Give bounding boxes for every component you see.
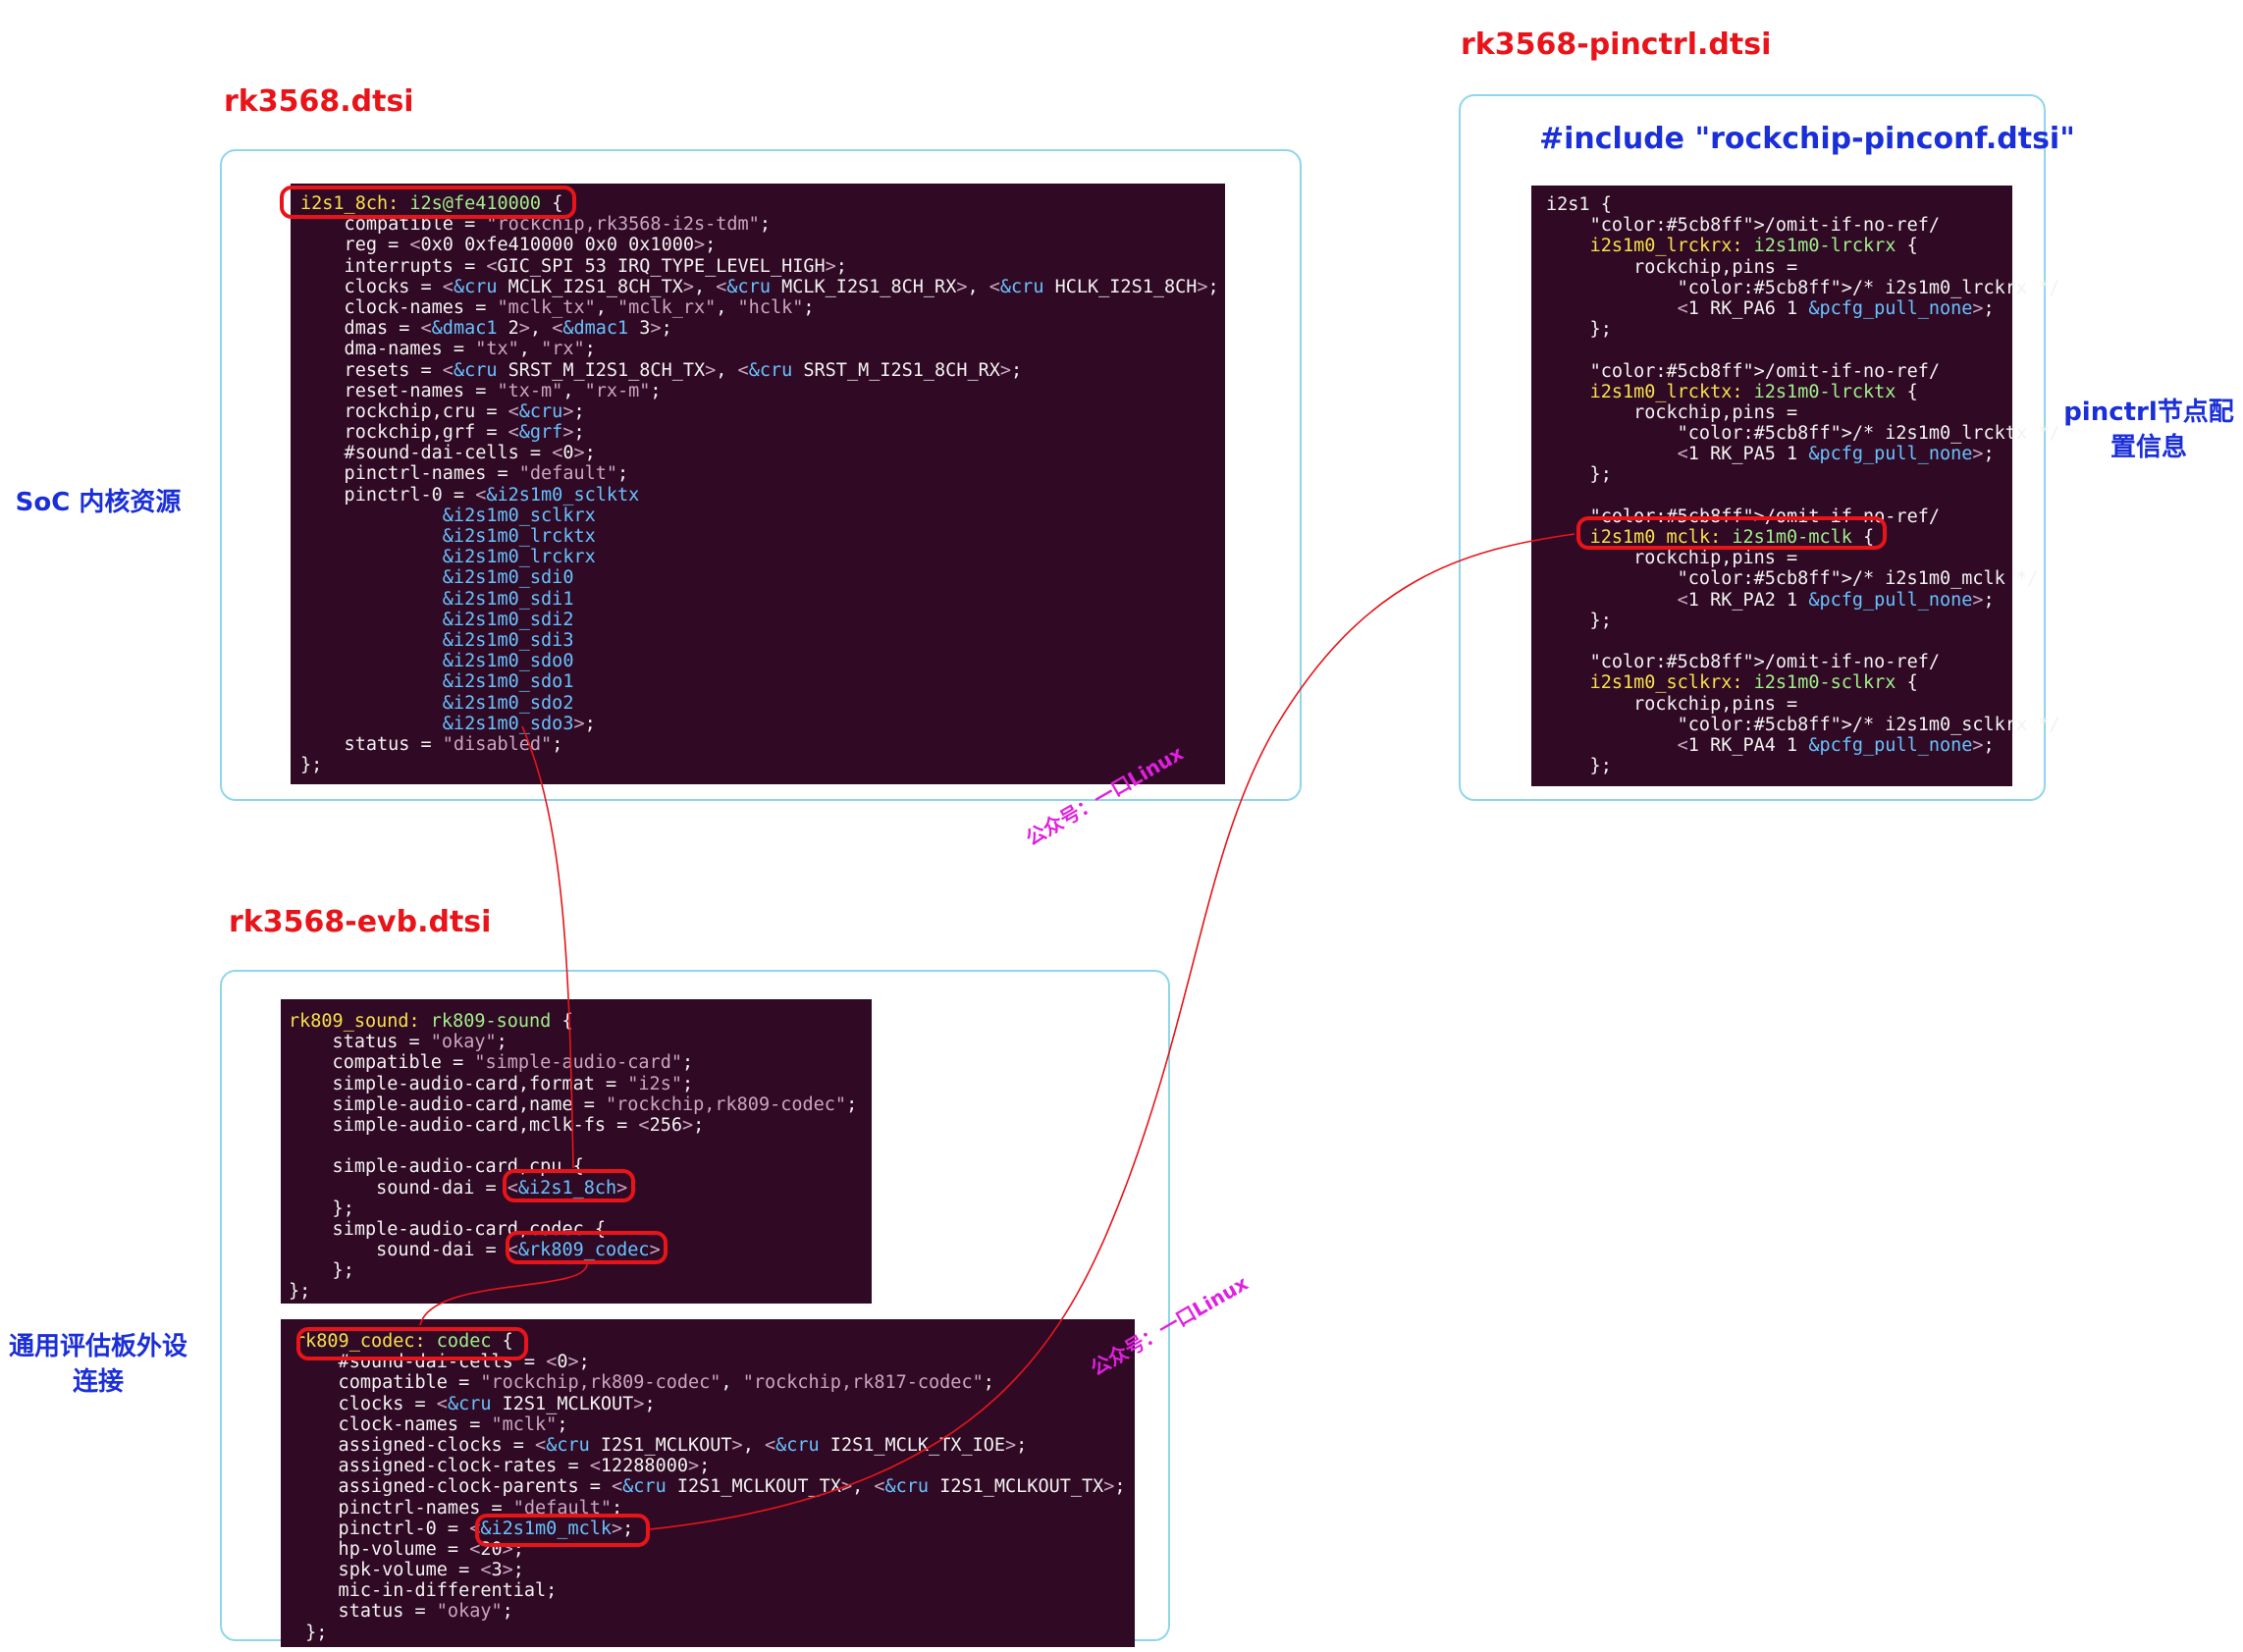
- code-line: assigned-clocks = <&cru I2S1_MCLKOUT>, <…: [294, 1434, 1028, 1456]
- code-line: interrupts = <GIC_SPI 53 IRQ_TYPE_LEVEL_…: [300, 255, 847, 277]
- code-line: "color:#5cb8ff">/omit-if-no-ref/: [1589, 215, 1940, 237]
- code-line: compatible = "simple-audio-card";: [289, 1052, 694, 1074]
- code-line: &i2s1m0_sclkrx: [442, 505, 596, 526]
- code-line: dma-names = "tx", "rx";: [300, 339, 596, 360]
- include-directive: #include "rockchip-pinconf.dtsi": [1539, 122, 2075, 156]
- code-line: rockchip,pins =: [1546, 401, 1798, 423]
- soc-label-text: SoC 内核资源: [15, 488, 182, 517]
- code-line: <1 RK_PA5 1 &pcfg_pull_none>;: [1677, 444, 1995, 465]
- code-line: resets = <&cru SRST_M_I2S1_8CH_TX>, <&cr…: [300, 359, 1023, 381]
- pinctrl-label-line1: pinctrl节点配: [2063, 398, 2234, 427]
- pinctrl-label-line2: 置信息: [2109, 433, 2187, 462]
- link-codec-dai-to-codec-node: [419, 1263, 588, 1326]
- code-line: clock-names = "mclk";: [294, 1413, 568, 1435]
- highlight-i2s1-8ch-label: [280, 186, 576, 219]
- code-line: "color:#5cb8ff">/omit-if-no-ref/: [1589, 360, 1940, 382]
- title-rk3568-pinctrl-dtsi: rk3568-pinctrl.dtsi: [1461, 27, 1772, 62]
- code-line: rockchip,grf = <&grf>;: [300, 422, 585, 444]
- code-line: i2s1m0_sclkrx: i2s1m0-sclkrx {: [1589, 672, 1918, 694]
- code-line: reg = <0x0 0xfe410000 0x0 0x1000>;: [300, 235, 717, 256]
- board-peripheral-label: 通用评估板外设 连接: [0, 1329, 196, 1400]
- code-line: simple-audio-card,mclk-fs = <256>;: [289, 1114, 705, 1136]
- code-line: rk809_codec: codec {: [294, 1331, 513, 1352]
- code-line: rockchip,pins =: [1546, 548, 1798, 569]
- code-line: };: [1546, 319, 1612, 341]
- code-line: mic-in-differential;: [294, 1580, 558, 1602]
- code-line: };: [289, 1260, 354, 1282]
- i2s1-pinctrl-code: i2s1 { "color:#5cb8ff">/omit-if-no-ref/ …: [1531, 186, 2060, 786]
- code-line: &i2s1m0_sdo0: [442, 651, 574, 672]
- link-i2s1-8ch-to-cpu-dai: [521, 725, 574, 1169]
- code-line: };: [294, 1622, 328, 1643]
- board-label-line1: 通用评估板外设: [8, 1332, 187, 1361]
- code-line: &i2s1m0_sdo2: [442, 692, 574, 714]
- code-line: };: [1546, 756, 1612, 777]
- highlight-sound-dai-codec: [506, 1231, 668, 1264]
- code-line: simple-audio-card,cpu {: [289, 1156, 584, 1178]
- code-line: reset-names = "tx-m", "rx-m";: [300, 380, 662, 401]
- code-line: <1 RK_PA2 1 &pcfg_pull_none>;: [1677, 589, 1995, 611]
- code-line: status = "okay";: [289, 1032, 507, 1053]
- code-line: };: [300, 755, 323, 776]
- code-line: &i2s1m0_sdi0: [442, 567, 574, 589]
- code-line: pinctrl-names = "default";: [294, 1497, 623, 1519]
- highlight-pinctrl-0-mclk: [475, 1514, 650, 1547]
- highlight-i2s1m0-mclk-label: [1576, 516, 1887, 550]
- rk809-sound-code: rk809_sound: rk809-sound { status = "oka…: [281, 999, 872, 1304]
- code-line: simple-audio-card,format = "i2s";: [289, 1073, 694, 1094]
- code-line: i2s1_8ch: i2s@fe410000 {: [300, 193, 563, 214]
- code-line: };: [289, 1281, 311, 1303]
- code-line: i2s1m0_lrckrx: i2s1m0-lrckrx {: [1589, 236, 1918, 257]
- code-line: &i2s1m0_sdi2: [442, 609, 574, 630]
- rk809-codec-code: rk809_codec: codec { #sound-dai-cells = …: [281, 1319, 1135, 1647]
- code-line: &i2s1m0_sdi1: [442, 588, 574, 610]
- code-line: spk-volume = <3>;: [294, 1560, 524, 1581]
- code-line: rk809_sound: rk809-sound {: [289, 1011, 573, 1032]
- title-rk3568-evb-dtsi: rk3568-evb.dtsi: [229, 905, 492, 939]
- board-label-line2: 连接: [72, 1367, 124, 1397]
- code-line: <1 RK_PA4 1 &pcfg_pull_none>;: [1677, 734, 1995, 756]
- code-line: i2s1m0_mclk: i2s1m0-mclk {: [1589, 527, 1875, 548]
- code-line: simple-audio-card,name = "rockchip,rk809…: [289, 1093, 858, 1115]
- code-line: &i2s1m0_sdo1: [442, 671, 574, 693]
- code-line: pinctrl-names = "default";: [300, 463, 629, 485]
- code-line: &i2s1m0_sdo3>;: [442, 713, 596, 734]
- code-line: "color:#5cb8ff">/omit-if-no-ref/: [1589, 652, 1940, 673]
- code-line: clocks = <&cru I2S1_MCLKOUT>;: [294, 1393, 656, 1414]
- code-line: rockchip,cru = <&cru>;: [300, 400, 585, 422]
- code-line: compatible = "rockchip,rk3568-i2s-tdm";: [300, 214, 771, 236]
- code-line: assigned-clock-parents = <&cru I2S1_MCLK…: [294, 1476, 1126, 1498]
- code-line: <1 RK_PA6 1 &pcfg_pull_none>;: [1677, 297, 1995, 319]
- code-line: "color:#5cb8ff">/* i2s1m0_lrcktx */: [1677, 423, 2060, 445]
- highlight-rk809-codec-label: [296, 1327, 528, 1360]
- code-line: status = "okay";: [294, 1601, 513, 1623]
- code-line: #sound-dai-cells = <0>;: [300, 443, 596, 464]
- code-line: i2s1m0_lrcktx: i2s1m0-lrcktx {: [1589, 381, 1918, 402]
- code-line: clocks = <&cru MCLK_I2S1_8CH_TX>, <&cru …: [300, 276, 1219, 297]
- code-line: hp-volume = <20>;: [294, 1538, 524, 1560]
- pinctrl-config-label: pinctrl节点配 置信息: [2057, 395, 2240, 465]
- i2s1-8ch-node-code: i2s1_8ch: i2s@fe410000 { compatible = "r…: [291, 184, 1225, 784]
- code-line: &i2s1m0_lrckrx: [442, 547, 596, 568]
- code-line: &i2s1m0_lrcktx: [442, 526, 596, 547]
- code-line: &i2s1m0_sdi3: [442, 629, 574, 651]
- code-line: pinctrl-0 = <&i2s1m0_mclk>;: [294, 1518, 634, 1539]
- soc-resources-label: SoC 内核资源: [10, 485, 187, 520]
- highlight-sound-dai-cpu: [503, 1169, 635, 1202]
- code-line: status = "disabled";: [300, 733, 563, 755]
- code-line: clock-names = "mclk_tx", "mclk_rx", "hcl…: [300, 296, 815, 318]
- code-line: i2s1 {: [1546, 194, 1612, 215]
- code-line: dmas = <&dmac1 2>, <&dmac1 3>;: [300, 318, 672, 340]
- code-line: pinctrl-0 = <&i2s1m0_sclktx: [300, 484, 640, 506]
- code-line: };: [1546, 464, 1612, 486]
- title-rk3568-dtsi: rk3568.dtsi: [224, 84, 414, 119]
- code-line: };: [1546, 610, 1612, 631]
- link-mclk-to-pinctrl: [649, 533, 1575, 1530]
- code-line: rockchip,pins =: [1546, 693, 1798, 715]
- code-line: compatible = "rockchip,rk809-codec", "ro…: [294, 1372, 994, 1394]
- code-line: assigned-clock-rates = <12288000>;: [294, 1456, 711, 1477]
- code-line: };: [289, 1198, 354, 1219]
- code-line: rockchip,pins =: [1546, 256, 1798, 278]
